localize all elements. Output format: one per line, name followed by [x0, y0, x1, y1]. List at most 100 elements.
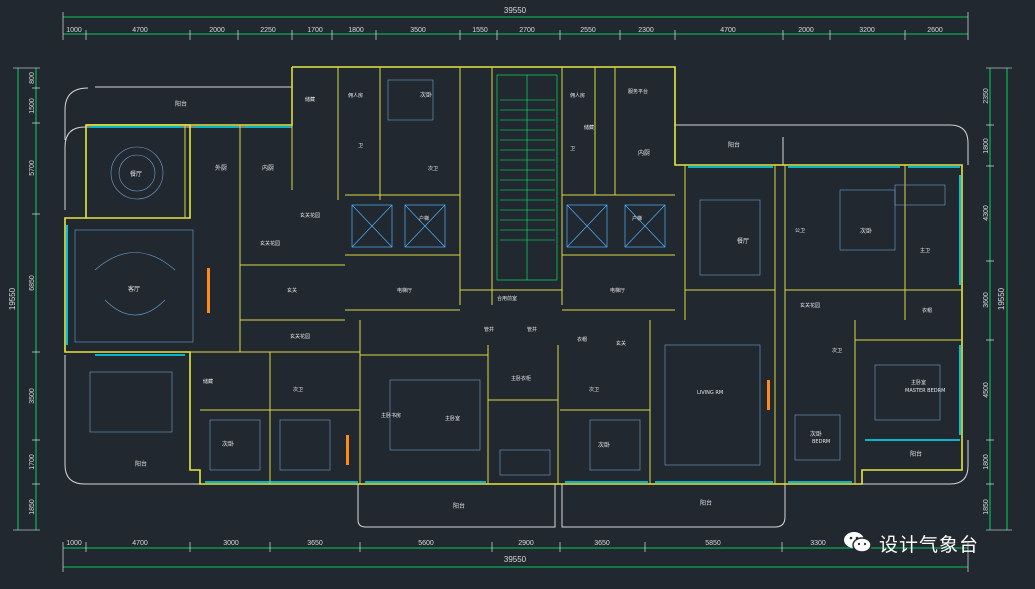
dim-bottom-8: 5850 — [705, 540, 721, 547]
watermark: 设计气象台 — [843, 527, 979, 559]
room-labels: 阳台 阳台 阳台 阳台 阳台 阳台 餐厅 外厨 内厨 内厨 客厅 餐厅 佣人房 … — [128, 88, 945, 510]
label-dining: 餐厅 — [130, 170, 142, 178]
label-lobby: 合用前室 — [497, 295, 517, 302]
label-balcony-3: 阳台 — [135, 460, 147, 468]
furniture — [74, 79, 946, 476]
label-household-elevator-1: 户梯 — [419, 215, 429, 222]
watermark-text: 设计气象台 — [879, 533, 980, 556]
windows — [66, 126, 961, 483]
label-master-bed: 主卧室 — [445, 415, 460, 422]
dim-top-10: 2550 — [580, 27, 596, 34]
dim-bottom-6: 2900 — [518, 540, 534, 547]
dim-left-3: 5700 — [29, 160, 36, 176]
label-bath-3: 次卫 — [589, 386, 599, 393]
label-household-elevator-2: 户梯 — [632, 215, 642, 222]
label-hall-1: 玄关 — [287, 287, 297, 294]
dim-top-5: 1700 — [307, 27, 323, 34]
label-bedroom-3: 次卧 — [222, 440, 234, 448]
dim-bottom-2: 4700 — [132, 540, 148, 547]
dim-right-3: 4300 — [983, 205, 990, 221]
label-bath-1: 次卫 — [428, 165, 438, 172]
label-bedroom-1: 次卧 — [420, 91, 432, 99]
label-hall-2: 玄关 — [616, 340, 626, 347]
dim-bottom-5: 5600 — [418, 540, 434, 547]
label-wash-2: 卫 — [570, 146, 575, 152]
label-bath-4: 次卫 — [832, 347, 842, 354]
dim-top-6: 1800 — [348, 27, 364, 34]
label-entry-garden: 玄关花园 — [260, 240, 280, 247]
label-bedroom-5: 次卧 — [810, 430, 822, 438]
label-master-bed-2: 主卧室 — [911, 379, 926, 386]
label-bedrm-en: BEDRM — [812, 439, 830, 445]
inner-walls — [184, 67, 962, 484]
dim-bottom-1: 1000 — [66, 540, 82, 547]
label-bath-5: 公卫 — [795, 228, 805, 234]
label-bath-2: 次卫 — [293, 386, 303, 393]
dim-top-3: 2000 — [209, 27, 225, 34]
total-width-bottom: 39550 — [504, 555, 527, 564]
label-dining-2: 餐厅 — [737, 237, 749, 245]
dimension-lines — [17, 16, 1008, 568]
label-maid-1: 佣人房 — [348, 92, 363, 99]
label-balcony-5: 阳台 — [700, 499, 712, 507]
dim-bottom-9: 3300 — [810, 540, 826, 547]
label-inner-kitchen-2: 内厨 — [638, 149, 650, 157]
wechat-icon — [843, 530, 873, 556]
label-elevator-hall-1: 电梯厅 — [397, 287, 412, 294]
label-service-terrace: 服务平台 — [628, 88, 648, 95]
label-master-bath: 主卫 — [920, 247, 930, 254]
label-pipe-1: 管井 — [484, 326, 494, 333]
dim-top-8: 1550 — [472, 27, 488, 34]
label-entry-garden-2: 玄关花园 — [300, 212, 320, 219]
dim-top-11: 2300 — [638, 27, 654, 34]
dim-right-7: 1850 — [983, 499, 990, 515]
dim-right-2: 1800 — [983, 138, 990, 154]
dim-top-9: 2700 — [519, 27, 535, 34]
label-storage-1: 储藏 — [305, 96, 315, 103]
label-study: 主卧书房 — [381, 412, 401, 419]
dim-left-1: 800 — [29, 72, 36, 84]
label-master-en: MASTER BEDRM — [905, 388, 945, 394]
dim-left-2: 1500 — [29, 98, 36, 114]
label-entry-garden-4: 玄关花园 — [800, 302, 820, 309]
dim-top-15: 2600 — [927, 27, 943, 34]
label-living-en: LIVING RM — [697, 390, 723, 396]
dim-right-4: 3600 — [983, 292, 990, 308]
dimension-ticks — [13, 12, 1012, 572]
dim-right-5: 4500 — [983, 382, 990, 398]
dims-right: 2350 1800 4300 3600 4500 1800 1850 19550 — [983, 88, 1006, 515]
dim-top-1: 1000 — [66, 27, 82, 34]
label-balcony-6: 阳台 — [910, 450, 922, 458]
stairs — [496, 74, 558, 281]
dim-top-13: 2000 — [798, 27, 814, 34]
label-balcony-1: 阳台 — [175, 100, 187, 108]
dim-bottom-7: 3650 — [594, 540, 610, 547]
door-markers — [207, 268, 770, 465]
dims-left: 800 1500 5700 6850 3500 1700 1850 19550 — [8, 72, 36, 515]
outer-walls — [64, 66, 963, 485]
dim-top-4: 2250 — [260, 27, 276, 34]
label-storage-2: 储藏 — [584, 124, 594, 131]
dim-top-14: 3200 — [859, 27, 875, 34]
label-bedroom-2: 次卧 — [860, 227, 872, 235]
label-wardrobe: 衣帽 — [922, 307, 932, 314]
label-storage-3: 储藏 — [203, 378, 213, 385]
label-wardrobe-2: 衣帽 — [577, 336, 587, 343]
dim-left-5: 3500 — [29, 388, 36, 404]
label-balcony-2: 阳台 — [728, 141, 740, 149]
label-pipe-2: 管井 — [527, 326, 537, 333]
label-elevator-hall-2: 电梯厅 — [610, 287, 625, 294]
dim-top-12: 4700 — [720, 27, 736, 34]
label-entry-garden-3: 玄关花园 — [290, 333, 310, 340]
dim-top-2: 4700 — [132, 27, 148, 34]
label-master-closet: 主卧衣柜 — [511, 375, 531, 382]
label-wash-1: 卫 — [358, 143, 363, 149]
label-bedroom-4: 次卧 — [598, 441, 610, 449]
label-maid-2: 佣人房 — [570, 92, 585, 99]
left-total: 19550 — [8, 287, 17, 310]
elevators — [351, 204, 666, 248]
label-living: 客厅 — [128, 285, 140, 293]
dim-right-1: 2350 — [983, 88, 990, 104]
right-total: 19550 — [997, 287, 1006, 310]
